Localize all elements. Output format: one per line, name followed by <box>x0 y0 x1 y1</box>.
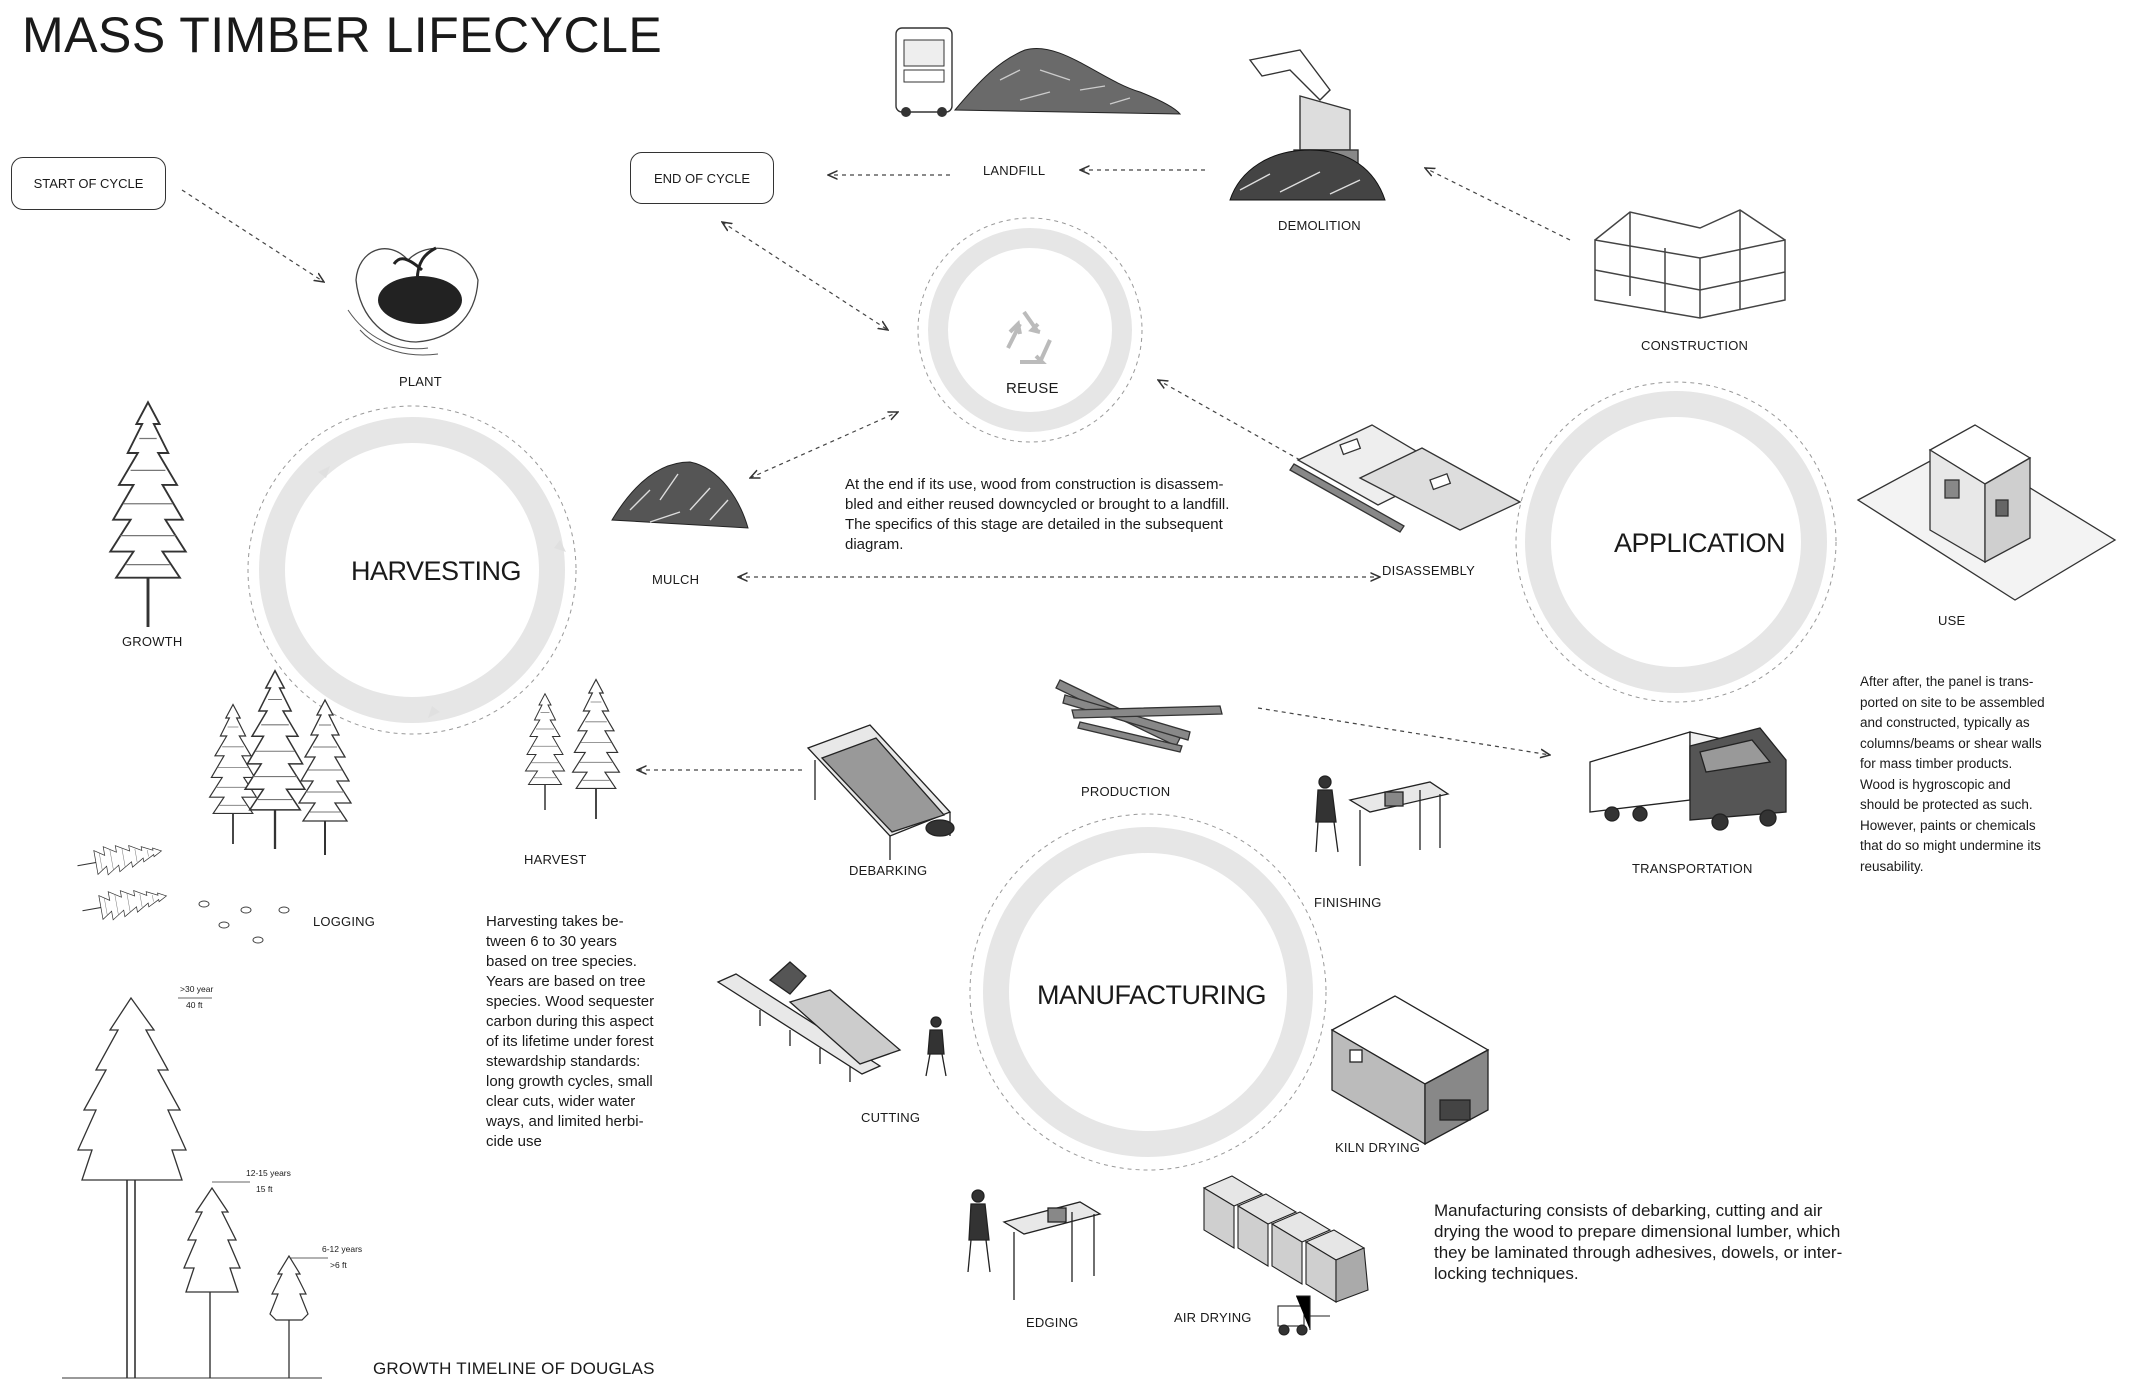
bus-icon <box>895 27 953 117</box>
manufacturing-note: Manufacturing consists of debarking, cut… <box>1434 1201 1843 1283</box>
manufacturing-cycle-label: MANUFACTURING <box>1037 980 1267 1010</box>
finishing-illustration <box>1315 775 1450 866</box>
excavator-icon <box>1248 49 1359 165</box>
air-drying-illustration <box>1202 1175 1369 1336</box>
connectors <box>181 168 1571 770</box>
manufacturing-ring <box>969 813 1327 1171</box>
landfill-illustration <box>895 27 1182 117</box>
page-title: MASS TIMBER LIFECYCLE <box>22 7 663 63</box>
harvesting-cycle-label: HARVESTING <box>351 556 522 586</box>
timeline-t1-height: 40 ft <box>186 1000 203 1010</box>
growth-tree-illustration <box>108 400 188 629</box>
timeline-t3-years: 6-12 years <box>322 1244 363 1254</box>
harvesting-ring <box>247 405 577 735</box>
timeline-label: GROWTH TIMELINE OF DOUGLAS <box>373 1359 655 1378</box>
worker-icon <box>1315 775 1339 853</box>
reuse-ring <box>917 217 1143 443</box>
timeline-t3-height: >6 ft <box>330 1260 347 1270</box>
cutting-illustration <box>716 961 947 1082</box>
kiln-drying-illustration <box>1330 995 1490 1146</box>
production-label: PRODUCTION <box>1081 784 1171 799</box>
harvest-label: HARVEST <box>524 852 587 867</box>
harvest-illustration <box>524 678 621 820</box>
reuse-cycle-label: REUSE <box>1006 380 1059 397</box>
disassembly-label: DISASSEMBLY <box>1382 563 1475 578</box>
end-of-cycle-box: END OF CYCLE <box>630 152 774 204</box>
landfill-label: LANDFILL <box>983 163 1046 178</box>
harvesting-note: Harvesting takes be- tween 6 to 30 years… <box>486 913 655 1150</box>
finishing-label: FINISHING <box>1314 895 1382 910</box>
worker-icon <box>967 1189 991 1273</box>
application-cycle-label: APPLICATION <box>1614 528 1786 558</box>
building-icon <box>1928 424 2032 564</box>
application-ring <box>1515 381 1837 703</box>
demolition-illustration <box>1229 49 1386 201</box>
timeline-t2-years: 12-15 years <box>246 1168 291 1178</box>
construction-illustration <box>1594 209 1786 319</box>
use-illustration <box>1856 424 2117 601</box>
logging-label: LOGGING <box>313 914 376 929</box>
demolition-label: DEMOLITION <box>1278 218 1361 233</box>
air-drying-label: AIR DRYING <box>1174 1310 1252 1325</box>
plant-illustration <box>347 246 479 356</box>
kiln-drying-label: KILN DRYING <box>1335 1140 1421 1155</box>
growth-label: GROWTH <box>122 634 183 649</box>
edging-label: EDGING <box>1026 1315 1079 1330</box>
recycle-icon <box>1006 310 1052 364</box>
cutting-label: CUTTING <box>861 1110 921 1125</box>
construction-label: CONSTRUCTION <box>1641 338 1749 353</box>
start-of-cycle-box: START OF CYCLE <box>11 157 166 210</box>
timeline-t2-height: 15 ft <box>256 1184 273 1194</box>
production-illustration <box>1055 679 1223 753</box>
mulch-illustration <box>611 461 749 529</box>
disassembly-illustration <box>1289 424 1522 533</box>
edging-illustration <box>967 1189 1102 1300</box>
plant-label: PLANT <box>399 374 442 389</box>
timeline-t1-years: >30 year <box>180 984 214 994</box>
application-note: After after, the panel is trans- ported … <box>1860 674 2045 874</box>
forklift-icon <box>1277 1295 1330 1336</box>
transportation-label: TRANSPORTATION <box>1632 861 1753 876</box>
reuse-note: At the end if its use, wood from constru… <box>845 476 1230 553</box>
debarking-label: DEBARKING <box>849 863 928 878</box>
mulch-label: MULCH <box>652 572 700 587</box>
truck-icon <box>1589 727 1787 831</box>
use-label: USE <box>1938 613 1966 628</box>
timeline-illustration <box>62 996 328 1379</box>
logging-illustration <box>74 669 352 944</box>
debarking-illustration <box>806 724 955 860</box>
